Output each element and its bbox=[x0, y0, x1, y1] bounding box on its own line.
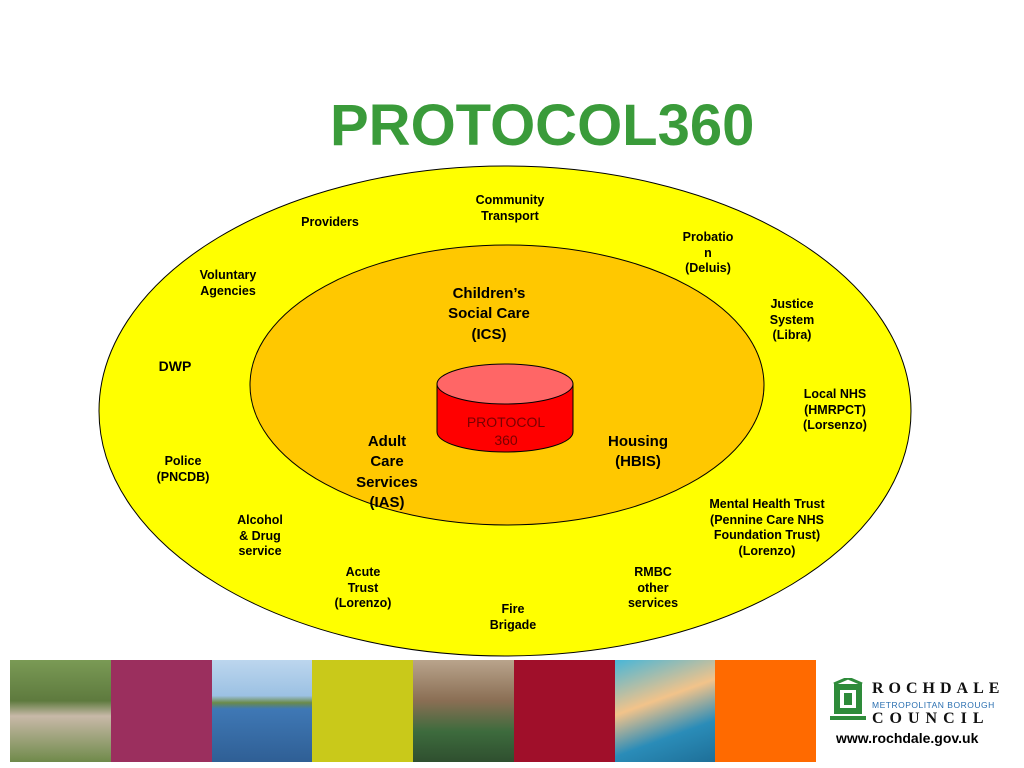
service-acute-trust: Acute Trust (Lorenzo) bbox=[334, 565, 392, 611]
council-name-line1: ROCHDALE bbox=[872, 680, 1005, 697]
council-name-line2: METROPOLITAN BOROUGH bbox=[872, 700, 995, 710]
rochdale-council-logo: ROCHDALE METROPOLITAN BOROUGH COUNCIL bbox=[826, 672, 1022, 732]
service-fire-brigade: Fire Brigade bbox=[489, 602, 537, 632]
service-voluntary-agencies: Voluntary Agencies bbox=[199, 268, 257, 298]
footer-image-strip bbox=[10, 660, 816, 762]
protocol-diagram bbox=[98, 165, 912, 657]
color-block-orange bbox=[715, 660, 816, 762]
service-providers: Providers bbox=[301, 215, 359, 229]
protocol-cylinder bbox=[436, 363, 574, 453]
center-label: PROTOCOL 360 bbox=[466, 414, 546, 448]
color-block-crimson bbox=[513, 660, 615, 762]
service-adult-care: Adult Care Services (IAS) bbox=[356, 433, 418, 511]
service-dwp: DWP bbox=[158, 358, 192, 374]
page-title: PROTOCOL360 bbox=[330, 93, 755, 158]
service-community-transport: Community Transport bbox=[475, 193, 545, 223]
council-crest-icon bbox=[830, 678, 866, 720]
service-justice-system: Justice System (Libra) bbox=[769, 297, 815, 343]
photo-swimming-children bbox=[614, 660, 716, 762]
service-probation: Probatio n (Deluis) bbox=[682, 230, 734, 276]
color-block-maroon bbox=[110, 660, 212, 762]
color-block-lime bbox=[312, 660, 413, 762]
service-rmbc: RMBC other services bbox=[627, 565, 679, 611]
council-name-line3: COUNCIL bbox=[872, 710, 990, 727]
service-local-nhs: Local NHS (HMRPCT) (Lorsenzo) bbox=[803, 387, 867, 433]
service-alcohol-drug: Alcohol & Drug service bbox=[237, 513, 283, 559]
service-childrens-social-care: Children’s Social Care (ICS) bbox=[448, 285, 530, 343]
photo-elderly-group bbox=[10, 660, 111, 762]
service-police: Police (PNCDB) bbox=[156, 454, 210, 484]
service-mental-health-trust: Mental Health Trust (Pennine Care NHS Fo… bbox=[709, 497, 825, 558]
photo-reservoir bbox=[211, 660, 313, 762]
service-housing: Housing (HBIS) bbox=[608, 433, 668, 471]
photo-refuse-workers bbox=[413, 660, 514, 762]
council-website-link[interactable]: www.rochdale.gov.uk bbox=[836, 730, 979, 746]
